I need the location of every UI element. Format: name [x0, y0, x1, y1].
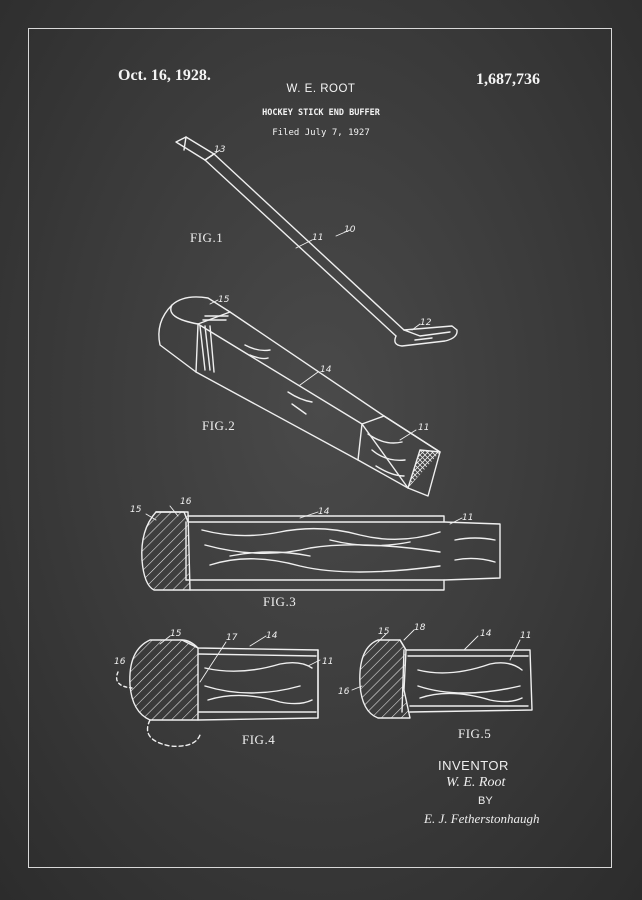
ref-16-fig3: 16: [180, 497, 192, 507]
ref-16-fig5: 16: [338, 687, 350, 697]
ref-12: 12: [420, 318, 432, 328]
ref-14-fig2: 14: [320, 365, 332, 375]
inventor-signature: W. E. Root: [446, 775, 506, 790]
border-frame: [28, 28, 612, 868]
ref-15-fig5: 15: [378, 627, 390, 637]
patent-title: HOCKEY STICK END BUFFER: [262, 108, 380, 118]
fig4-label: FIG.4: [242, 732, 275, 747]
fig1-label: FIG.1: [190, 230, 223, 245]
fig3-label: FIG.3: [263, 594, 296, 609]
fig3-longitudinal-section: [141, 511, 501, 591]
ref-15-fig4: 15: [170, 629, 182, 639]
ref-17: 17: [226, 633, 238, 643]
ref-13-fig1: 13: [214, 145, 226, 155]
inventor-label: INVENTOR: [438, 758, 509, 773]
ref-11-fig2: 11: [418, 423, 429, 433]
fig2-label: FIG.2: [202, 418, 235, 433]
ref-14-fig3: 14: [318, 507, 330, 517]
filed-date: Filed July 7, 1927: [272, 128, 370, 138]
ref-11-fig1: 11: [312, 233, 323, 243]
ref-15-fig3: 15: [130, 505, 142, 515]
fig4-section: [115, 639, 319, 747]
attorney-signature: E. J. Fetherstonhaugh: [424, 811, 540, 826]
fig5-label: FIG.5: [458, 726, 491, 741]
leader-lines: [145, 149, 521, 691]
ref-16-fig4: 16: [114, 657, 126, 667]
by-label: BY: [478, 795, 493, 807]
ref-15-fig2: 15: [218, 295, 230, 305]
patent-date: Oct. 16, 1928.: [118, 67, 211, 84]
patent-number: 1,687,736: [476, 71, 540, 88]
fig5-section: [359, 639, 533, 719]
ref-18: 18: [414, 623, 426, 633]
fig2-end-buffer: [158, 296, 441, 497]
ref-11-fig4: 11: [322, 657, 333, 667]
ref-10: 10: [344, 225, 356, 235]
ref-11-fig3: 11: [462, 513, 473, 523]
ref-14-fig4: 14: [266, 631, 278, 641]
ref-11-fig5: 11: [520, 631, 531, 641]
ref-14-fig5: 14: [480, 629, 492, 639]
inventor-name: W. E. ROOT: [286, 83, 356, 95]
